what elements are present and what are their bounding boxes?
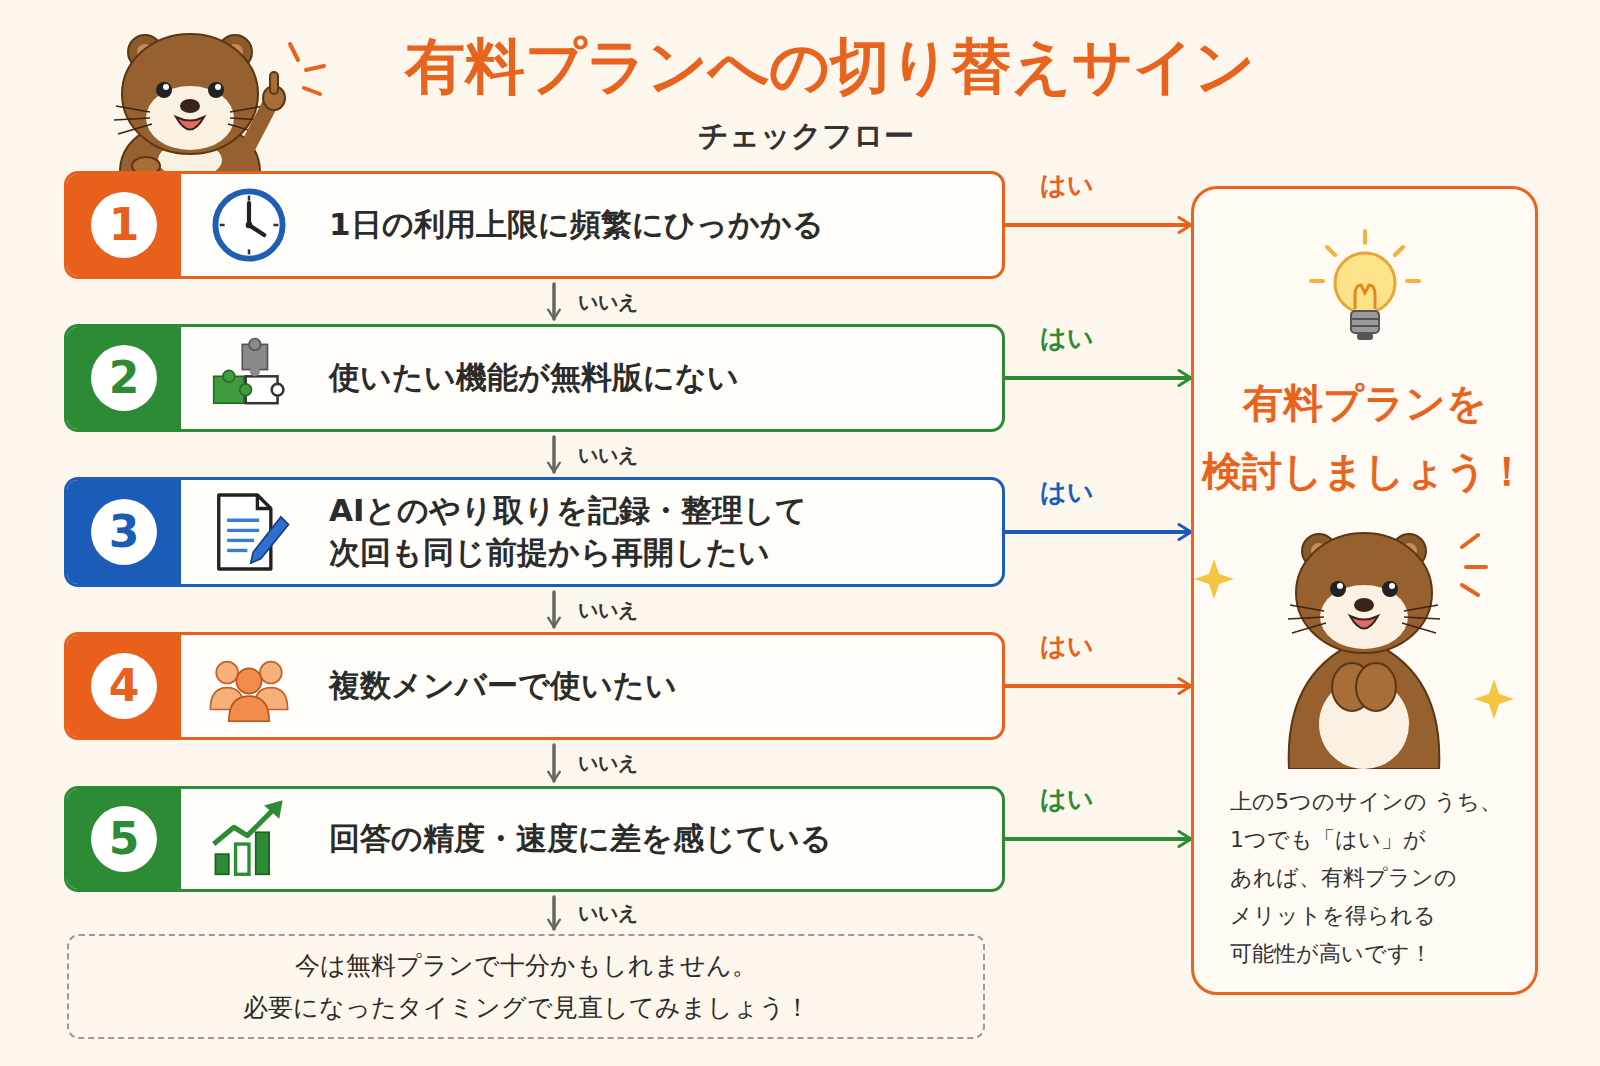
step-box: 2 使いたい機能が無料版にない bbox=[64, 324, 1005, 432]
step-box: 1 1日の利用上限に頻繁にひっかかる bbox=[64, 171, 1005, 279]
exclamation-marks bbox=[290, 44, 324, 94]
text-wrap: 有料プランを 検討しましょう！ bbox=[1194, 369, 1535, 505]
page-title: 有料プランへの切り替えサイン bbox=[330, 28, 1330, 104]
step-number: 4 bbox=[109, 661, 140, 711]
step-text: 回答の精度・速度に差を感じている bbox=[329, 818, 969, 860]
flow-arrow bbox=[1005, 530, 1191, 534]
lightbulb-icon bbox=[1305, 229, 1425, 354]
label-wrap: いいえ bbox=[578, 898, 638, 928]
step-box: 5 回答の精度・速度に差を感じている bbox=[64, 786, 1005, 892]
text-wrap: 上の5つのサインの うち、1つでも「はい」が あれば、有料プランの メリットを得… bbox=[1230, 783, 1522, 973]
result-panel: 有料プランを 検討しましょう！ 上の5つのサインの うち、1つでも「はい」が あれ… bbox=[1191, 186, 1538, 995]
label-wrap: はい bbox=[1040, 169, 1094, 201]
edge-label: はい bbox=[1040, 783, 1094, 815]
text-wrap: AIとのやり取りを記録・整理して 次回も同じ前提から再開したい bbox=[329, 490, 809, 574]
step-icon bbox=[207, 336, 291, 420]
step-icon bbox=[207, 183, 291, 267]
step-number: 5 bbox=[109, 814, 140, 864]
label-wrap: はい bbox=[1040, 476, 1094, 508]
flow-arrow bbox=[1005, 684, 1191, 688]
step-number: 2 bbox=[109, 353, 140, 403]
flow-arrow bbox=[1005, 223, 1191, 227]
subtitle: チェックフロー bbox=[606, 116, 1006, 156]
number-badge: 2 bbox=[91, 345, 157, 411]
label-wrap: はい bbox=[1040, 783, 1094, 815]
edge-label: はい bbox=[1040, 476, 1094, 508]
step-text: 複数メンバーで使いたい bbox=[329, 665, 969, 707]
panel-heading: 有料プランを 検討しましょう！ bbox=[1194, 369, 1535, 505]
note-box: 今は無料プランで十分かもしれません。 必要になったタイミングで見直してみましょう… bbox=[67, 934, 985, 1039]
edge-label: いいえ bbox=[578, 748, 638, 778]
step-icon bbox=[207, 797, 291, 881]
label-wrap: いいえ bbox=[578, 287, 638, 317]
flow-arrow bbox=[552, 592, 556, 627]
step-icon bbox=[207, 644, 291, 728]
step-box: 4 複数メンバーで使いたい bbox=[64, 632, 1005, 740]
label-wrap: いいえ bbox=[578, 748, 638, 778]
label-wrap: はい bbox=[1040, 322, 1094, 354]
flow-arrow bbox=[552, 284, 556, 319]
otter-mascot bbox=[114, 34, 285, 178]
edge-label: いいえ bbox=[578, 595, 638, 625]
edge-label: いいえ bbox=[578, 898, 638, 928]
step-text: 使いたい機能が無料版にない bbox=[329, 357, 969, 399]
edge-label: はい bbox=[1040, 630, 1094, 662]
flow-arrow bbox=[552, 897, 556, 929]
number-badge: 4 bbox=[91, 653, 157, 719]
step-number: 3 bbox=[109, 507, 140, 557]
step-box: 3 AIとのやり取りを記録・整理して 次回も同じ前提から再開したい bbox=[64, 477, 1005, 587]
text-wrap: 回答の精度・速度に差を感じている bbox=[329, 818, 969, 860]
number-badge: 3 bbox=[91, 499, 157, 565]
label-wrap: いいえ bbox=[578, 595, 638, 625]
label-wrap: いいえ bbox=[578, 440, 638, 470]
flow-arrow bbox=[552, 437, 556, 472]
step-text: 1日の利用上限に頻繁にひっかかる bbox=[329, 204, 969, 246]
flow-arrow bbox=[552, 745, 556, 781]
edge-label: いいえ bbox=[578, 440, 638, 470]
otter-mascot bbox=[1194, 519, 1535, 769]
step-number: 1 bbox=[109, 200, 140, 250]
flow-arrow bbox=[1005, 837, 1191, 841]
edge-label: はい bbox=[1040, 322, 1094, 354]
text-wrap: 使いたい機能が無料版にない bbox=[329, 357, 969, 399]
number-badge: 5 bbox=[91, 806, 157, 872]
text-wrap: 1日の利用上限に頻繁にひっかかる bbox=[329, 204, 969, 246]
panel-body: 上の5つのサインの うち、1つでも「はい」が あれば、有料プランの メリットを得… bbox=[1230, 783, 1522, 973]
number-badge: 1 bbox=[91, 192, 157, 258]
text-wrap: 複数メンバーで使いたい bbox=[329, 665, 969, 707]
label-wrap: チェックフロー bbox=[606, 116, 1006, 156]
edge-label: いいえ bbox=[578, 287, 638, 317]
note-text: 今は無料プランで十分かもしれません。 必要になったタイミングで見直してみましょう… bbox=[69, 945, 983, 1029]
flow-arrow bbox=[1005, 376, 1191, 380]
label-wrap: はい bbox=[1040, 630, 1094, 662]
title-wrap: 有料プランへの切り替えサイン bbox=[330, 28, 1330, 104]
step-text: AIとのやり取りを記録・整理して 次回も同じ前提から再開したい bbox=[329, 490, 809, 574]
edge-label: はい bbox=[1040, 169, 1094, 201]
step-icon bbox=[207, 490, 291, 574]
